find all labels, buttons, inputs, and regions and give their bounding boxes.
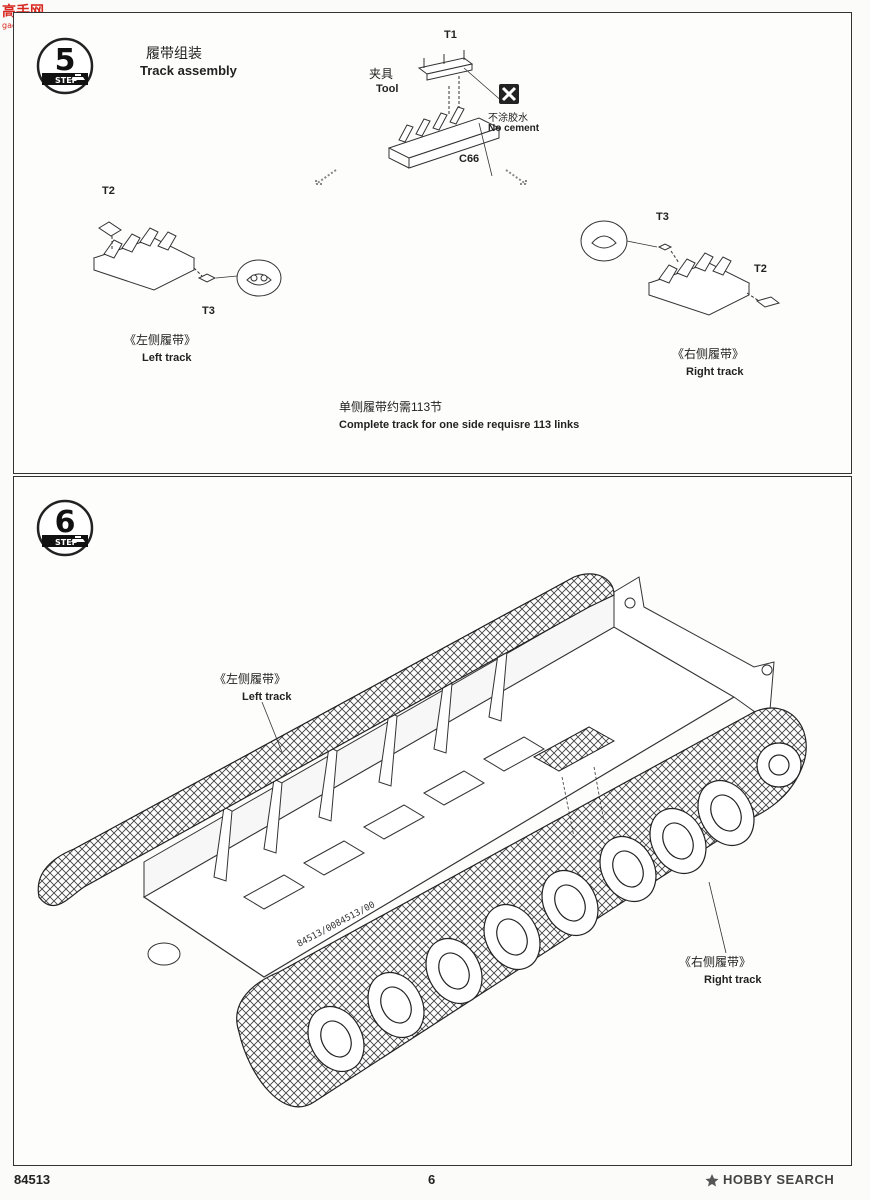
- tool-label-en: Tool: [376, 83, 399, 95]
- road-wheels: [307, 742, 802, 1073]
- step5-title-cn: 履带组装: [146, 45, 202, 61]
- step-badge-icon: 6 STEP: [36, 499, 94, 557]
- hull-rear-plate: [613, 576, 775, 723]
- page-number: 6: [428, 1172, 436, 1187]
- track-count-note-cn: 单侧履带约需113节: [339, 400, 443, 414]
- arrow-down-right-icon: [505, 169, 527, 185]
- left-part-t2-label: T2: [102, 185, 115, 197]
- part-t1-label: T1: [444, 29, 457, 41]
- left-track-run: [37, 573, 615, 907]
- step5-title-en: Track assembly: [140, 63, 237, 78]
- right-track-cn: 《右侧履带》: [672, 347, 745, 361]
- step6-badge: 6 STEP: [36, 499, 94, 557]
- step-badge-icon: 5 STEP: [36, 37, 94, 95]
- track-count-note-en: Complete track for one side requisre 113…: [339, 419, 580, 431]
- step5-number: 5: [55, 43, 76, 78]
- track-tool-illustration: [387, 50, 505, 177]
- right-part-t3-label: T3: [656, 211, 669, 223]
- step6-panel: 6 STEP: [13, 476, 852, 1166]
- step5-word: STEP: [55, 76, 78, 85]
- step5-panel: 5 STEP 履带组装 Track assembly: [13, 12, 852, 474]
- right-track-en: Right track: [686, 366, 744, 378]
- step6-number: 6: [55, 505, 76, 540]
- tool-label-cn: 夹具: [369, 67, 394, 81]
- brand-watermark: HOBBY SEARCH: [705, 1172, 834, 1187]
- track-segment-detail: [532, 726, 616, 772]
- left-track-en: Left track: [142, 352, 192, 364]
- brand-text: HOBBY SEARCH: [723, 1172, 835, 1187]
- brand-star-icon: [705, 1173, 719, 1186]
- hull-track-illustration: 84513/0084513/00: [37, 573, 807, 1108]
- catalog-number: 84513: [14, 1172, 51, 1187]
- no-cement-icon: [499, 84, 519, 104]
- step6-word: STEP: [55, 538, 78, 547]
- arrow-down-left-icon: [315, 169, 337, 185]
- left-track-illustration: [92, 221, 282, 297]
- step6-left-track-cn: 《左侧履带》: [214, 672, 287, 686]
- right-part-t2-label: T2: [754, 263, 767, 275]
- part-c66-label: C66: [459, 153, 480, 165]
- left-track-cn: 《左侧履带》: [124, 333, 197, 347]
- step6-right-track-en: Right track: [704, 974, 762, 986]
- no-cement-en: No cement: [488, 123, 540, 134]
- no-cement-cn: 不涂胶水: [488, 113, 528, 124]
- step5-badge: 5 STEP: [36, 37, 94, 95]
- step6-left-track-en: Left track: [242, 691, 292, 703]
- step6-right-track-cn: 《右侧履带》: [679, 955, 752, 969]
- left-part-t3-label: T3: [202, 305, 215, 317]
- right-track-illustration: [580, 220, 781, 316]
